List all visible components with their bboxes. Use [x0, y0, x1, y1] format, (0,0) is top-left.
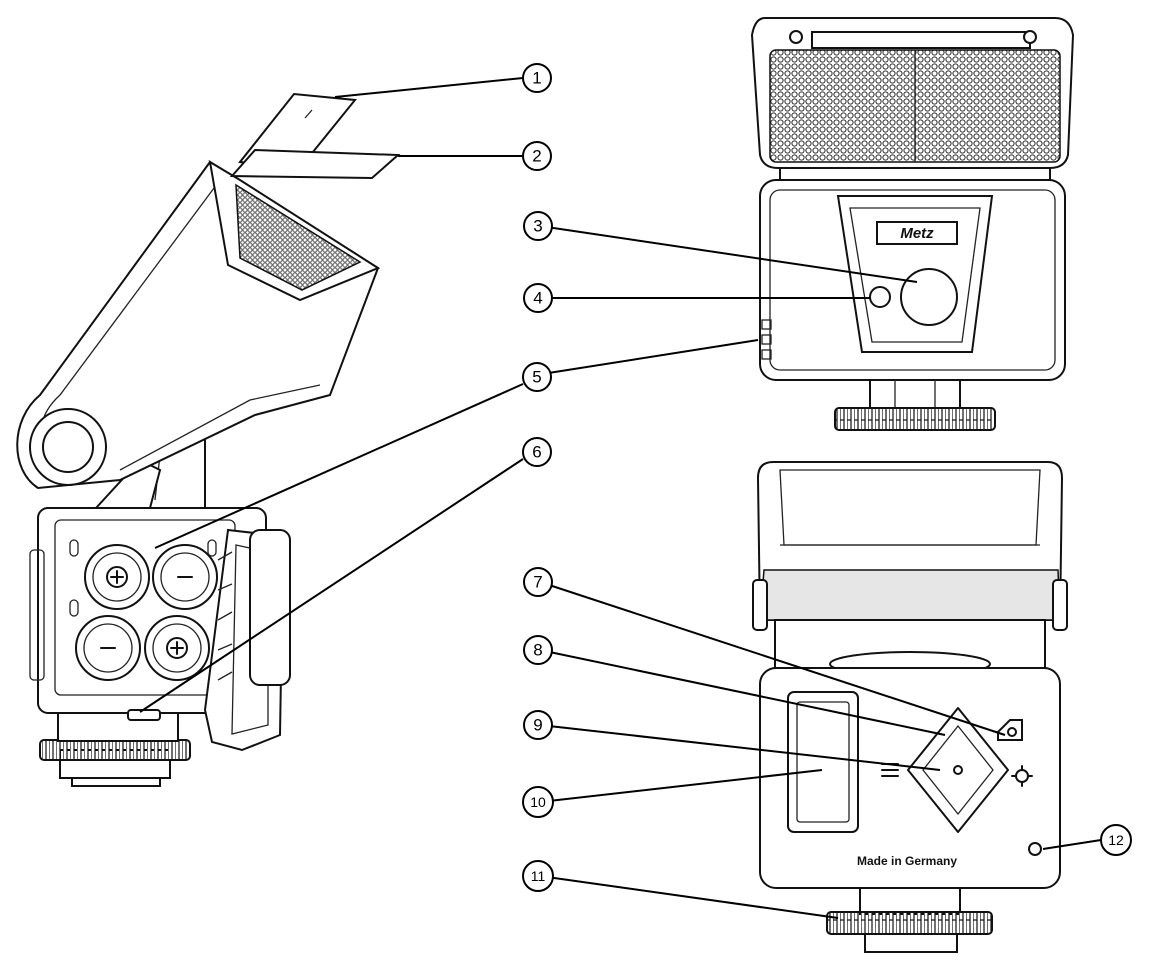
- callout-7-label: 7: [533, 573, 542, 592]
- callout-3: 3: [523, 211, 553, 241]
- callout-11-label: 11: [531, 868, 546, 884]
- callout-10-label: 10: [530, 794, 546, 810]
- brand-logo: Metz: [900, 225, 934, 242]
- callout-9: 9: [523, 710, 553, 740]
- callout-4-label: 4: [533, 289, 542, 308]
- callout-1: 1: [522, 63, 552, 93]
- flash-side-view: [16, 92, 401, 787]
- callout-9-label: 9: [533, 716, 542, 735]
- callout-12-label: 12: [1108, 832, 1124, 848]
- callout-8-label: 8: [533, 641, 542, 660]
- leader-lines: [139, 77, 1102, 919]
- callout-4: 4: [523, 283, 553, 313]
- callout-6-label: 6: [532, 443, 541, 462]
- flash-front-view: Metz: [750, 17, 1075, 431]
- callout-2-label: 2: [532, 147, 541, 166]
- callout-6: 6: [522, 437, 552, 467]
- callout-10: 10: [522, 786, 554, 818]
- callout-5-label: 5: [532, 368, 541, 387]
- callout-3-label: 3: [533, 217, 542, 236]
- callout-7: 7: [523, 567, 553, 597]
- batteries: [75, 544, 218, 681]
- callout-2: 2: [522, 141, 552, 171]
- callout-1-label: 1: [532, 69, 541, 88]
- callout-11: 11: [522, 860, 554, 892]
- flash-rear-view: Made in Germany: [752, 461, 1068, 953]
- made-in-label: Made in Germany: [857, 854, 957, 868]
- callout-12: 12: [1100, 824, 1132, 856]
- callout-5: 5: [522, 362, 552, 392]
- callout-8: 8: [523, 635, 553, 665]
